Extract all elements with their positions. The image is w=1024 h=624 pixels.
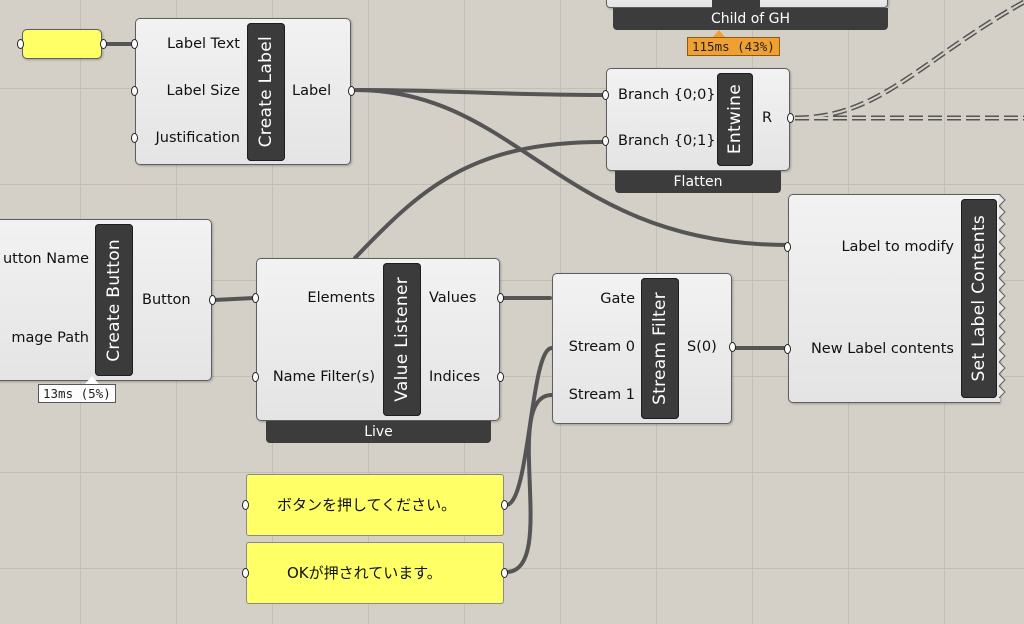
create-label-output-label[interactable]: Label	[292, 83, 332, 99]
value-listener-pin-elements[interactable]	[252, 293, 259, 303]
create-label-pin-label-size[interactable]	[131, 86, 138, 96]
entwine-input-branch01[interactable]: Branch {0;1}	[618, 133, 716, 149]
stream-filter-input-gate[interactable]: Gate	[600, 291, 635, 307]
toggle-input-pin[interactable]	[17, 39, 24, 49]
entwine-pin-branch01[interactable]	[602, 136, 609, 146]
value-listener-title: Value Listener	[383, 263, 421, 416]
create-label-input-justification[interactable]: Justification	[155, 130, 240, 146]
set-label-jagged-edge	[999, 194, 1006, 399]
child-of-gh-tag: Child of GH	[613, 8, 888, 30]
wire-label-to-modify	[354, 88, 790, 247]
wire-elements-branch01	[353, 140, 604, 260]
panel1-output-pin[interactable]	[501, 500, 508, 510]
set-label-contents-title: Set Label Contents	[961, 199, 997, 398]
value-listener-input-name-filter[interactable]: Name Filter(s)	[272, 369, 375, 385]
value-listener-pin-values[interactable]	[497, 293, 504, 303]
create-button-title: Create Button	[95, 224, 133, 376]
panel2-output-pin[interactable]	[501, 568, 508, 578]
stream-filter-input-stream1[interactable]: Stream 1	[568, 387, 635, 403]
child-of-gh-timing: 115ms (43%)	[687, 37, 780, 56]
create-button-pin-output[interactable]	[209, 295, 216, 305]
create-label-pin-justification[interactable]	[131, 133, 138, 143]
create-button-timing: 13ms (5%)	[38, 384, 116, 403]
entwine-input-branch00[interactable]: Branch {0;0}	[618, 87, 716, 103]
panel-ok-pressed-text: OKが押されています。	[287, 564, 442, 582]
create-button-input-button-name[interactable]: utton Name	[2, 251, 89, 267]
wire-button-elements	[212, 296, 256, 302]
child-of-gh-title-stub	[712, 0, 760, 9]
set-label-input-new-label-contents[interactable]: New Label contents	[810, 341, 954, 357]
create-button-input-image-path[interactable]: mage Path	[11, 330, 89, 346]
create-label-pin-label-text[interactable]	[131, 39, 138, 49]
value-listener-output-values[interactable]: Values	[429, 290, 477, 306]
child-of-gh-component[interactable]	[606, 0, 888, 9]
set-label-contents-component[interactable]: Label to modify New Label contents Set L…	[784, 194, 1006, 403]
create-button-output-button[interactable]: Button	[142, 292, 191, 308]
boolean-toggle[interactable]	[17, 29, 107, 59]
panel-press-button[interactable]: ボタンを押してください。	[242, 474, 508, 536]
create-label-input-label-text[interactable]: Label Text	[166, 36, 240, 52]
value-listener-output-indices[interactable]: Indices	[429, 369, 481, 385]
stream-filter-pin-output[interactable]	[729, 342, 736, 352]
wire-label-branch00	[354, 88, 604, 97]
value-listener-pin-name-filter[interactable]	[252, 372, 259, 382]
set-label-pin-new-label-contents[interactable]	[784, 344, 791, 354]
panel-ok-pressed[interactable]: OKが押されています。	[242, 542, 508, 604]
value-listener-tag: Live	[266, 421, 491, 443]
panel2-input-pin[interactable]	[242, 568, 249, 578]
create-label-component[interactable]: Label Text Label Size Justification Crea…	[131, 18, 355, 165]
entwine-title: Entwine	[717, 73, 753, 166]
wire-panel2-stream1	[504, 393, 554, 574]
stream-filter-title: Stream Filter	[641, 278, 679, 419]
entwine-output-r[interactable]: R	[762, 110, 773, 126]
stream-filter-output-s0[interactable]: S(0)	[687, 339, 717, 355]
child-of-gh-timing-arrow	[713, 30, 725, 37]
entwine-pin-output[interactable]	[787, 113, 794, 123]
entwine-tag: Flatten	[615, 171, 781, 193]
create-label-title: Create Label	[247, 23, 285, 161]
value-listener-input-elements[interactable]: Elements	[307, 290, 375, 306]
entwine-pin-branch00[interactable]	[602, 90, 609, 100]
set-label-pin-label-to-modify[interactable]	[784, 242, 791, 252]
set-label-input-label-to-modify[interactable]: Label to modify	[841, 239, 954, 255]
value-listener-pin-indices[interactable]	[497, 372, 504, 382]
entwine-component[interactable]: Branch {0;0} Branch {0;1} Entwine R	[602, 68, 794, 171]
create-button-timing-arrow	[85, 376, 99, 384]
toggle-output-pin[interactable]	[100, 39, 107, 49]
create-label-input-label-size[interactable]: Label Size	[166, 83, 241, 99]
stream-filter-component[interactable]: Gate Stream 0 Stream 1 Stream Filter S(0…	[552, 273, 736, 424]
create-button-component[interactable]: utton Name mage Path Create Button Butto…	[0, 219, 216, 381]
create-label-pin-output[interactable]	[348, 86, 355, 96]
value-listener-component[interactable]: Elements Name Filter(s) Value Listener V…	[252, 258, 504, 421]
panel-press-button-text: ボタンを押してください。	[277, 496, 457, 514]
stream-filter-input-stream0[interactable]: Stream 0	[568, 339, 635, 355]
panel1-input-pin[interactable]	[242, 500, 249, 510]
